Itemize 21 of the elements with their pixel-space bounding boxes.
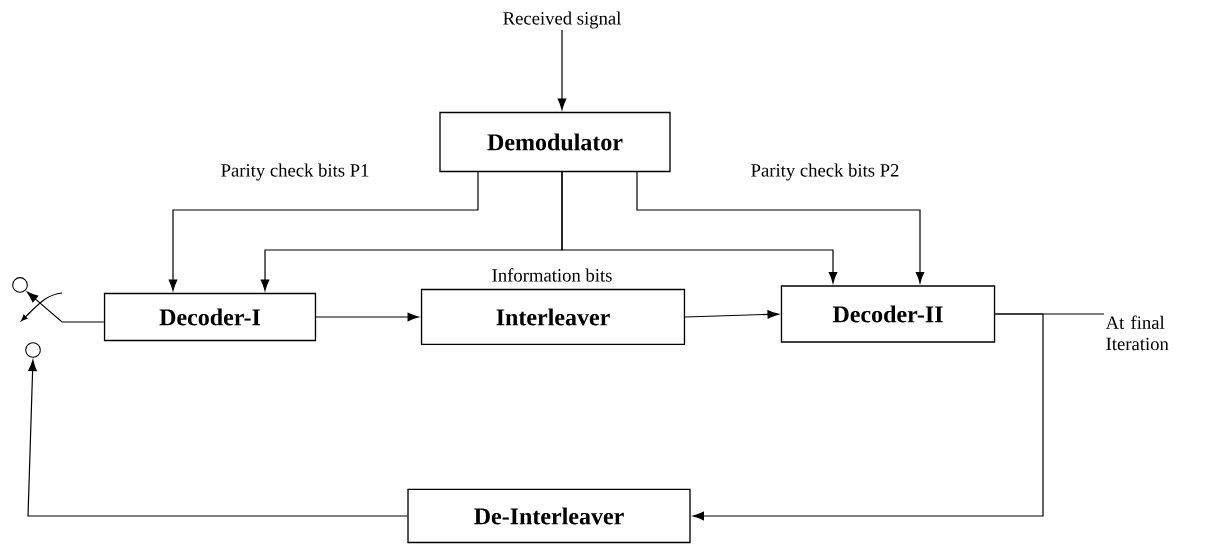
arrow bbox=[557, 29, 567, 110]
process-box: Demodulator bbox=[439, 111, 671, 173]
arrow bbox=[561, 171, 838, 284]
signal-label: Received signal bbox=[503, 11, 621, 29]
arrow bbox=[636, 171, 925, 284]
switch-contact bbox=[12, 277, 28, 293]
process-box: De-Interleaver bbox=[407, 488, 691, 544]
arrow bbox=[27, 359, 408, 517]
output-label: At final Iteration bbox=[1105, 315, 1169, 351]
arrow bbox=[26, 291, 105, 323]
annotation-label: Parity check bits P2 bbox=[751, 163, 899, 181]
annotation-label: Information bits bbox=[492, 268, 612, 282]
switch-contact bbox=[25, 342, 41, 358]
process-box: Decoder-I bbox=[103, 292, 317, 342]
process-box: Decoder-II bbox=[780, 285, 996, 343]
annotation-label: Parity check bits P1 bbox=[221, 163, 369, 181]
arrow bbox=[684, 310, 779, 319]
process-box: Interleaver bbox=[420, 288, 686, 346]
arrow bbox=[692, 313, 1044, 521]
arrow bbox=[168, 171, 479, 291]
arrow bbox=[315, 312, 419, 322]
